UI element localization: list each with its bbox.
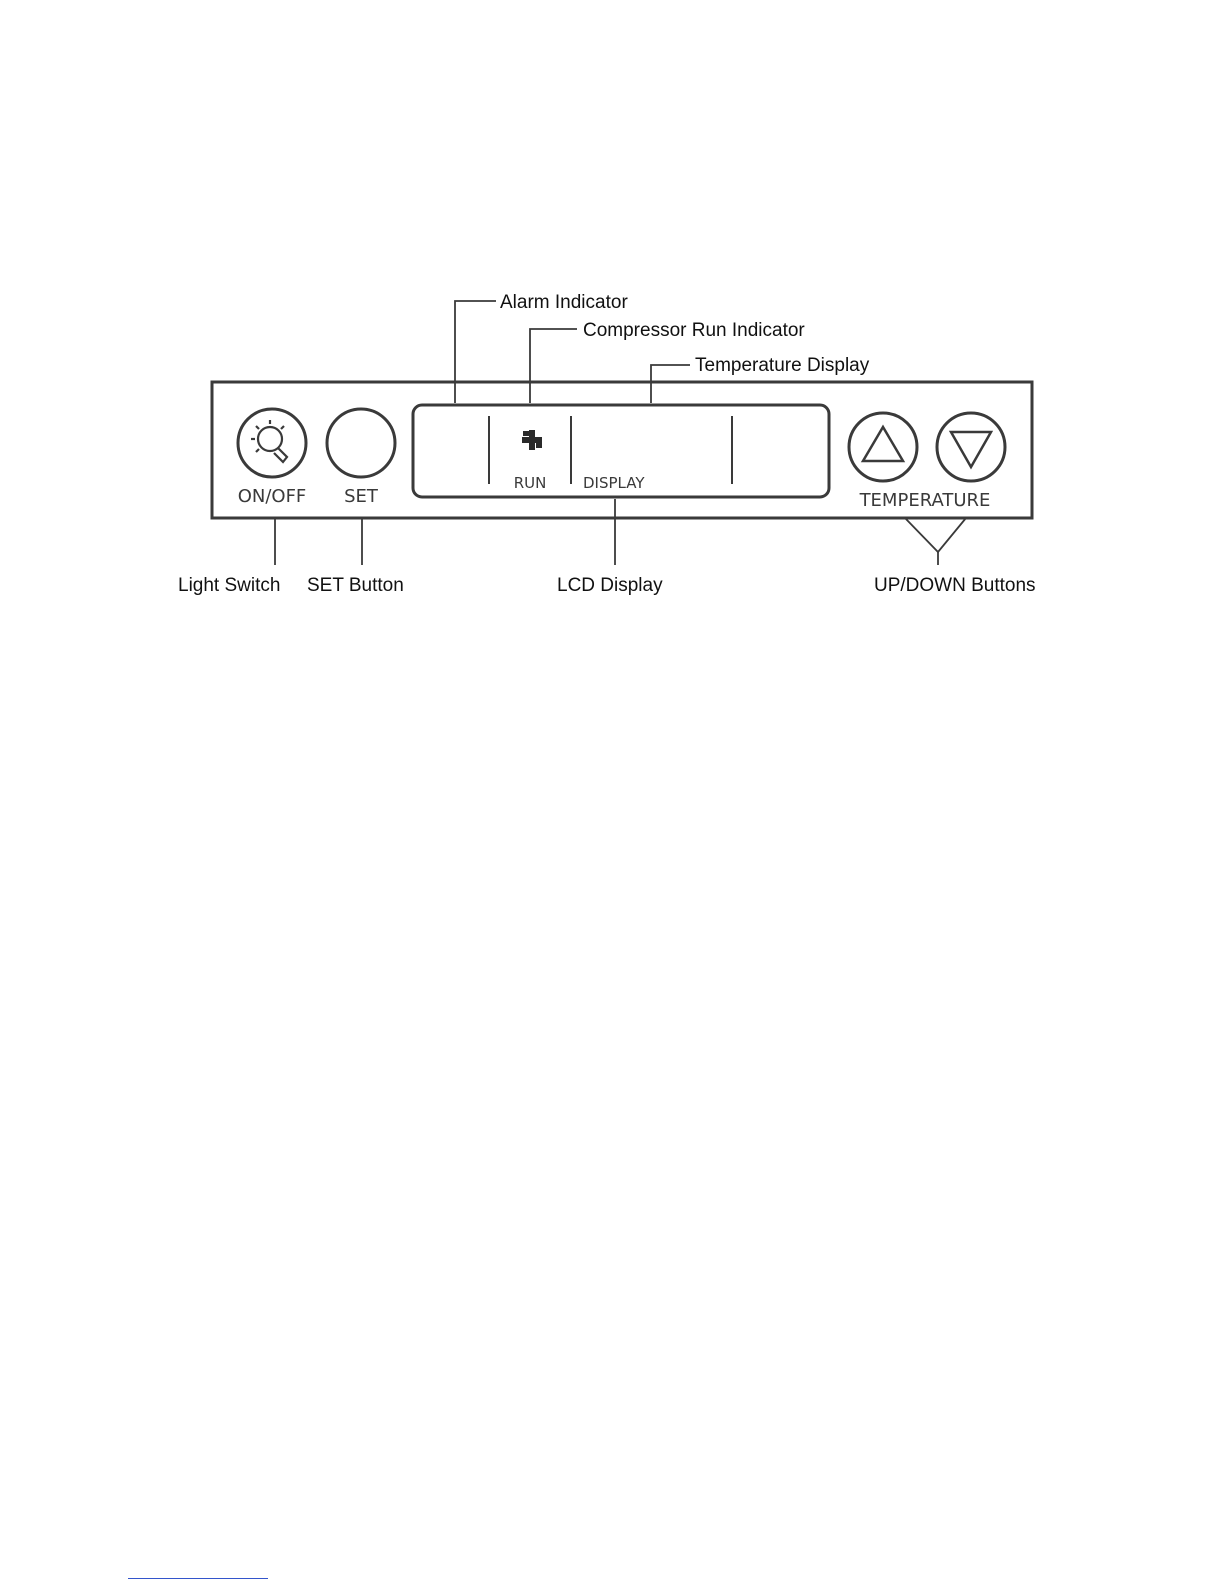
lcd-display-callout: LCD Display: [557, 575, 663, 596]
up-down-buttons-callout: UP/DOWN Buttons: [874, 575, 1036, 596]
triangle-up-icon: [863, 427, 903, 461]
temperature-up-button[interactable]: [849, 413, 917, 481]
compressor-run-indicator-callout: Compressor Run Indicator: [583, 320, 805, 341]
on-off-label: ON/OFF: [238, 486, 307, 507]
temperature-label: TEMPERATURE: [859, 490, 991, 511]
light-bulb-icon: [251, 420, 287, 462]
fan-icon: [522, 430, 542, 450]
light-switch-callout: Light Switch: [178, 575, 280, 596]
temperature-display-callout: Temperature Display: [695, 355, 870, 376]
run-label: RUN: [514, 474, 547, 492]
set-button-callout: SET Button: [307, 575, 404, 596]
compressor-run-leader: [530, 329, 577, 403]
set-label: SET: [344, 486, 379, 507]
light-switch-button[interactable]: [238, 409, 306, 477]
set-button[interactable]: [327, 409, 395, 477]
temperature-down-button[interactable]: [937, 413, 1005, 481]
alarm-indicator-leader: [455, 301, 496, 403]
temperature-display-leader: [651, 365, 690, 403]
display-label: DISPLAY: [583, 474, 645, 492]
footnote-rule: [128, 1578, 268, 1579]
up-down-buttons-leader: [905, 518, 966, 552]
triangle-down-icon: [951, 432, 991, 467]
alarm-indicator-callout: Alarm Indicator: [500, 292, 628, 313]
